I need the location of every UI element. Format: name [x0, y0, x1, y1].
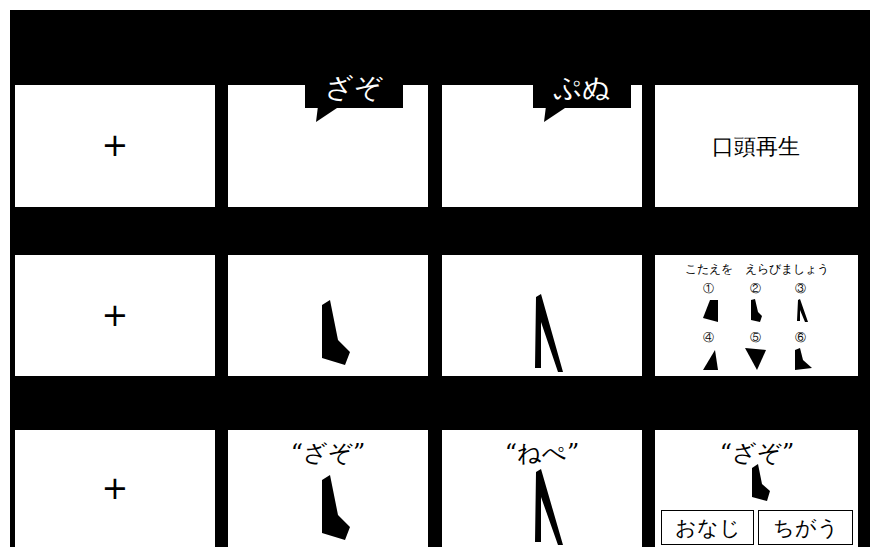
audio-panel: ぷぬ — [442, 85, 642, 207]
panel-text: こたえを えらびましょう — [685, 263, 829, 275]
option-number: ④ — [703, 332, 714, 343]
label-panel: “ねぺ” — [442, 430, 642, 547]
figure-shape — [535, 294, 563, 372]
speech-bubble — [533, 68, 631, 108]
panel-text: ぷぬ — [553, 74, 611, 102]
choice-shape — [797, 299, 808, 322]
panel-text: おなじ — [675, 518, 741, 539]
panel — [228, 430, 428, 547]
choice-shape — [703, 350, 718, 370]
panel — [228, 255, 428, 376]
panel — [655, 255, 858, 376]
figure-shape — [322, 300, 350, 365]
panel-text: “ざぞ” — [291, 441, 366, 465]
speech-bubble — [305, 68, 403, 108]
panel — [15, 85, 215, 207]
panel — [655, 85, 858, 207]
panel-text: ざぞ — [325, 74, 383, 102]
option-number: ② — [750, 283, 761, 294]
option-number: ⑤ — [750, 332, 761, 343]
figure-shape — [535, 469, 563, 545]
fixation-panel: + — [15, 430, 215, 547]
choice-panel: こたえを えらびましょう ① ② ③ ④ ⑤ ⑥ — [655, 255, 858, 376]
option-number: ⑥ — [795, 332, 806, 343]
fixation-panel: + — [15, 255, 215, 376]
option-number: ③ — [795, 283, 806, 294]
bubble-tail — [544, 106, 568, 122]
panel-text: “ざぞ” — [720, 441, 795, 465]
choice-shape — [745, 348, 766, 370]
answer-button: おなじ — [661, 510, 754, 545]
figure-shape — [752, 464, 770, 501]
bubble-tail — [316, 106, 340, 122]
judgement-panel: “ざぞ” おなじ ちがう — [655, 430, 858, 547]
fixation-panel: + — [15, 85, 215, 207]
option-number: ① — [703, 283, 714, 294]
panel-text: + — [102, 129, 129, 161]
panel — [442, 430, 642, 547]
audio-panel: ざぞ — [228, 85, 428, 207]
panel-text: 口頭再生 — [712, 136, 800, 158]
panel-text: “ねぺ” — [505, 441, 580, 465]
label-panel: “ざぞ” — [228, 430, 428, 547]
panel — [655, 430, 858, 547]
panel-text: ちがう — [773, 518, 839, 539]
panel — [442, 255, 642, 376]
answer-button: ちがう — [758, 510, 853, 545]
figure-shape — [322, 475, 350, 540]
figures — [322, 294, 812, 545]
black-ground — [10, 10, 870, 547]
panel-text: + — [102, 299, 129, 331]
panel — [15, 430, 215, 547]
choice-shape — [751, 299, 762, 322]
panels — [15, 85, 858, 547]
panel — [15, 255, 215, 376]
recall-panel: 口頭再生 — [655, 85, 858, 207]
choice-shape — [795, 348, 812, 370]
speech-bubbles — [305, 68, 631, 122]
panel-text: + — [102, 472, 129, 504]
choice-shape — [703, 300, 718, 322]
